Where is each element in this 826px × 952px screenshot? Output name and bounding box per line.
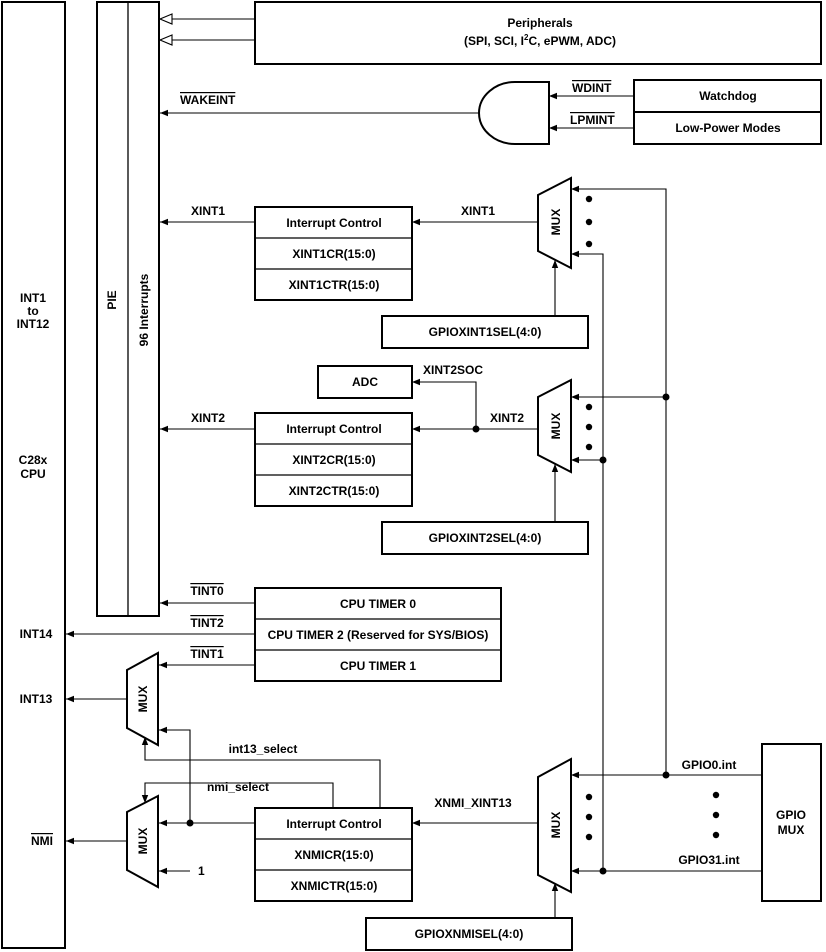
int13-mux-label: MUX [136, 686, 150, 713]
xint1-control-box [254, 206, 413, 301]
cpu-label: CPU [20, 467, 45, 481]
xint1-mux [537, 176, 572, 270]
int13-label: INT13 [20, 692, 53, 706]
tint2-label: TINT2 [190, 616, 224, 630]
watchdog-label: Watchdog [699, 89, 757, 103]
low-power-label: Low-Power Modes [675, 121, 781, 135]
xnmi-select-box [365, 917, 573, 951]
xint2-out-label: XINT2 [191, 411, 225, 425]
xint2-ctr-label: XINT2CTR(15:0) [289, 484, 380, 498]
xnmi-xint13-label: XNMI_XINT13 [434, 796, 512, 810]
xint2-select-box [381, 521, 589, 555]
xint2-select-label: GPIOXINT2SEL(4:0) [429, 531, 542, 545]
const-one-label: 1 [198, 864, 205, 878]
xnmi-cr-label: XNMICR(15:0) [294, 848, 373, 862]
xint1-control-label: Interrupt Control [286, 216, 381, 230]
xint1-cr-label: XINT1CR(15:0) [292, 247, 375, 261]
xint2-control-box [254, 412, 413, 507]
lpmint-label: LPMINT [570, 113, 615, 127]
gpio-mux-box [761, 743, 822, 902]
tint0-label: TINT0 [190, 584, 224, 598]
adc-label: ADC [352, 375, 378, 389]
xint1-mux-out-label: XINT1 [461, 204, 495, 218]
int13-mux [126, 651, 159, 747]
gpio-mux-label-1: GPIO [776, 808, 806, 822]
wakeint-label: WAKEINT [180, 93, 236, 107]
peripherals-title: Peripherals [507, 16, 573, 30]
int13-select-label: int13_select [229, 742, 298, 756]
cpu-timer1-label: CPU TIMER 1 [340, 659, 416, 673]
xint2-control-label: Interrupt Control [286, 422, 381, 436]
peripherals-box [254, 1, 822, 65]
xint1-out-label: XINT1 [191, 204, 225, 218]
cpu-block [1, 1, 66, 949]
xnmi-control-label: Interrupt Control [286, 817, 381, 831]
gpio0-int-label: GPIO0.int [682, 758, 737, 772]
c28x-label: C28x [19, 453, 48, 467]
xnmi-mux-label: MUX [549, 812, 563, 839]
wdint-label: WDINT [572, 81, 612, 95]
int1-label: INT1 [20, 291, 46, 305]
xint2soc-label: XINT2SOC [423, 363, 483, 377]
gpio31-int-label: GPIO31.int [678, 853, 739, 867]
xint2-mux-out-label: XINT2 [490, 411, 524, 425]
to-label: to [27, 304, 38, 318]
xint1-select-label: GPIOXINT1SEL(4:0) [429, 325, 542, 339]
xnmi-mux [537, 757, 572, 894]
cpu-timer2-label: CPU TIMER 2 (Reserved for SYS/BIOS) [268, 628, 489, 642]
xint2-mux-label: MUX [549, 413, 563, 440]
xint2-cr-label: XINT2CR(15:0) [292, 453, 375, 467]
wake-and-gate [478, 81, 550, 145]
nmi-mux-label: MUX [136, 828, 150, 855]
pie-interrupts-label: 96 Interrupts [137, 273, 151, 346]
pie-label: PIE [105, 290, 119, 309]
gpio-mux-label-2: MUX [778, 823, 805, 837]
xint1-select-box [381, 315, 589, 349]
xnmi-ctr-label: XNMICTR(15:0) [291, 879, 378, 893]
xnmi-select-label: GPIOXNMISEL(4:0) [415, 927, 524, 941]
tint1-label: TINT1 [190, 647, 224, 661]
int14-label: INT14 [20, 627, 53, 641]
cpu-timer0-label: CPU TIMER 0 [340, 597, 416, 611]
nmi-select-label: nmi_select [207, 780, 269, 794]
nmi-label: NMI [31, 834, 53, 848]
int12-label: INT12 [17, 317, 50, 331]
xint1-mux-label: MUX [549, 209, 563, 236]
xint1-ctr-label: XINT1CTR(15:0) [289, 278, 380, 292]
peripherals-list: (SPI, SCI, I2C, ePWM, ADC) [464, 33, 616, 48]
xint2-mux [537, 378, 572, 474]
